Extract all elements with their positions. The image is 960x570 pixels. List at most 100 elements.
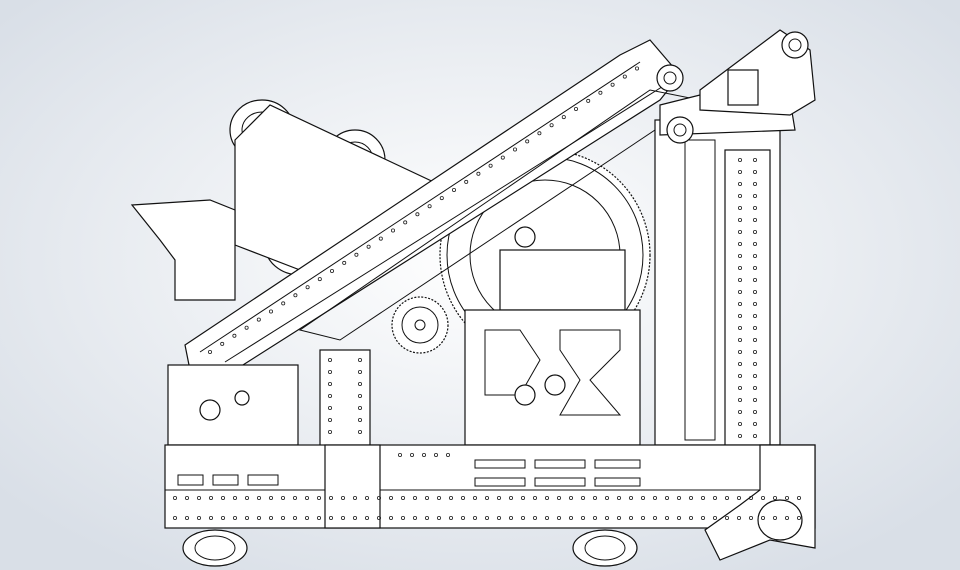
hole <box>357 393 362 398</box>
hole <box>753 241 758 246</box>
hole <box>622 74 627 79</box>
hole <box>738 157 743 162</box>
hole <box>305 285 310 290</box>
hole <box>753 253 758 258</box>
hole <box>327 429 332 434</box>
hole <box>496 495 501 500</box>
hole <box>508 495 513 500</box>
hole <box>376 516 381 521</box>
hole <box>753 193 758 198</box>
hole <box>464 179 469 184</box>
hole <box>738 169 743 174</box>
hole <box>436 495 441 500</box>
hole <box>172 516 177 521</box>
hole <box>357 357 362 362</box>
hole <box>689 516 694 521</box>
hole <box>207 349 212 354</box>
hole <box>738 349 743 354</box>
hole <box>256 495 261 500</box>
hole <box>436 516 441 521</box>
rear-gearbox-plate <box>167 364 299 446</box>
hole <box>653 495 658 500</box>
hole <box>196 516 201 521</box>
hole <box>749 495 754 500</box>
hole <box>412 495 417 500</box>
hole <box>753 349 758 354</box>
hole <box>753 337 758 342</box>
hole <box>328 516 333 521</box>
hole <box>537 131 542 136</box>
hole <box>738 397 743 402</box>
hole <box>610 82 615 87</box>
hole <box>738 325 743 330</box>
hole <box>327 393 332 398</box>
hole <box>617 495 622 500</box>
hole <box>400 516 405 521</box>
hole <box>753 325 758 330</box>
hole <box>244 495 249 500</box>
hole <box>496 516 501 521</box>
hole <box>738 229 743 234</box>
hole <box>357 369 362 374</box>
hole <box>629 495 634 500</box>
hole <box>617 516 622 521</box>
hole <box>653 516 658 521</box>
hole <box>753 421 758 426</box>
hole <box>357 381 362 386</box>
hole <box>521 516 526 521</box>
hole <box>545 516 550 521</box>
hole <box>476 171 481 176</box>
hole <box>549 123 554 128</box>
hole <box>586 98 591 103</box>
hole <box>397 452 402 457</box>
hole <box>753 373 758 378</box>
hole <box>749 516 754 521</box>
hole <box>738 205 743 210</box>
hole <box>424 495 429 500</box>
hole <box>677 495 682 500</box>
motor-box <box>499 249 626 311</box>
hole <box>753 433 758 438</box>
hole <box>412 516 417 521</box>
hole <box>327 417 332 422</box>
hole <box>460 516 465 521</box>
hole <box>569 516 574 521</box>
hole <box>208 495 213 500</box>
hole <box>366 244 371 249</box>
hole <box>753 301 758 306</box>
hole <box>415 212 420 217</box>
hole <box>424 516 429 521</box>
hole <box>725 516 730 521</box>
hole <box>561 115 566 120</box>
hole <box>581 516 586 521</box>
hole <box>574 107 579 112</box>
hole <box>701 516 706 521</box>
hole <box>753 313 758 318</box>
hole <box>232 495 237 500</box>
hole <box>364 516 369 521</box>
hole <box>280 516 285 521</box>
hole <box>196 495 201 500</box>
hole <box>357 417 362 422</box>
hole <box>500 155 505 160</box>
hole <box>785 516 790 521</box>
drive-wheels <box>182 499 803 567</box>
hole <box>738 421 743 426</box>
hole <box>439 196 444 201</box>
tower-rail <box>724 149 771 446</box>
hole <box>172 495 177 500</box>
hole <box>327 405 332 410</box>
hole <box>738 277 743 282</box>
hole <box>208 516 213 521</box>
hole <box>738 253 743 258</box>
hole <box>665 495 670 500</box>
hole <box>738 265 743 270</box>
hole <box>327 369 332 374</box>
hole <box>738 181 743 186</box>
slot-cutouts <box>177 459 641 487</box>
hole <box>598 90 603 95</box>
hole <box>378 236 383 241</box>
hole <box>409 452 414 457</box>
center-upright <box>319 349 371 451</box>
